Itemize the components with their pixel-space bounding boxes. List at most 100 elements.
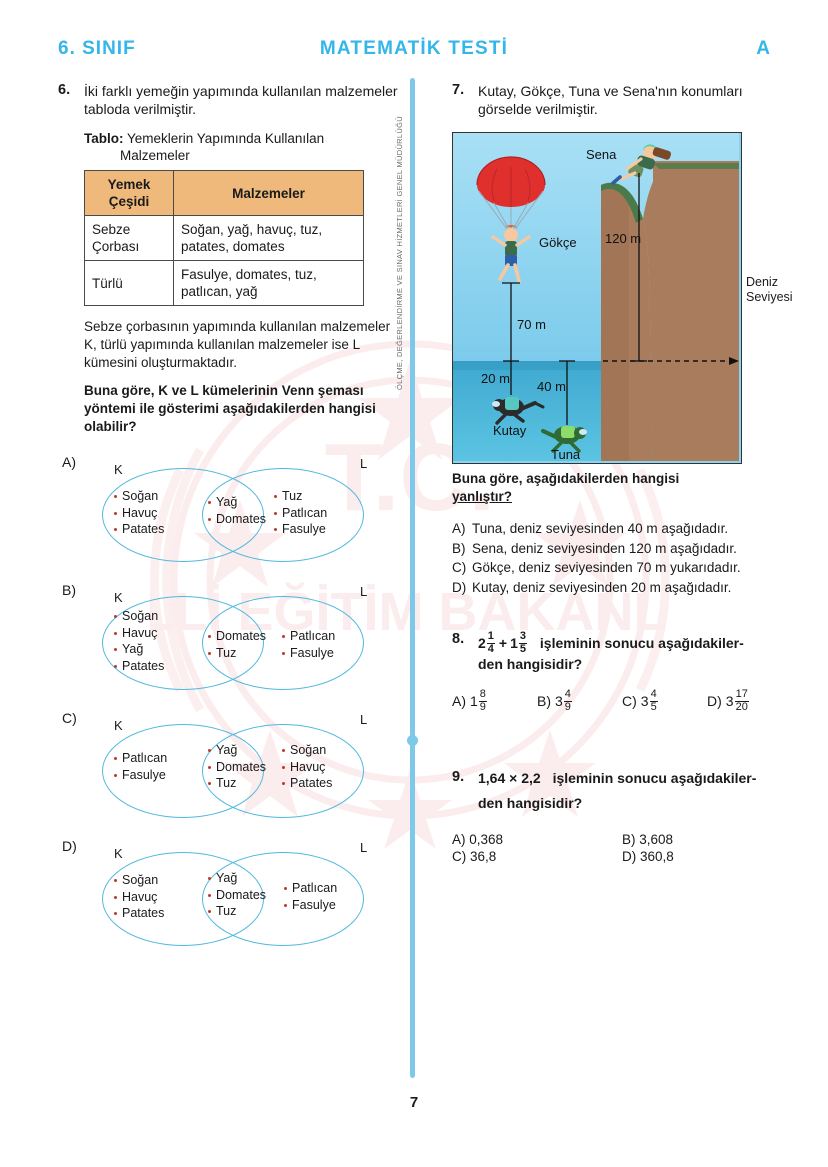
question-9-stem-tail2: den hangisidir? <box>478 795 583 811</box>
option-b-num: 4 <box>563 688 572 702</box>
diver-figure-tuna <box>541 426 587 453</box>
option-b-text: 3,608 <box>639 832 674 847</box>
venn-item: Domates <box>208 511 266 528</box>
booklet-label: A <box>756 38 770 59</box>
option-b[interactable]: B) Sena, deniz seviyesinden 120 m aşağıd… <box>452 540 792 559</box>
venn-c-right-items: Soğan Havuç Patates <box>282 742 332 792</box>
option-a-letter: A) <box>452 521 466 536</box>
venn-b-circle-l <box>202 596 364 690</box>
svg-text:20 m: 20 m <box>481 371 510 386</box>
option-b-text: Sena, deniz seviyesinden 120 m aşağıdadı… <box>472 540 737 556</box>
option-c[interactable]: C) Gökçe, deniz seviyesinden 70 m yukarı… <box>452 559 792 578</box>
option-a[interactable]: A) 1 8 9 <box>452 688 537 713</box>
option-a-text: Tuna, deniz seviyesinden 40 m aşağıdadır… <box>472 521 729 536</box>
option-b[interactable]: B) 3,608 <box>622 832 792 847</box>
q8-a-whole: 2 <box>478 635 486 651</box>
option-c[interactable]: C) 36,8 <box>452 849 622 864</box>
venn-option-b-letter: B) <box>62 582 76 598</box>
venn-d-set-k-label: K <box>114 846 123 861</box>
q8-b-den: 5 <box>519 642 527 655</box>
venn-b-set-l-label: L <box>360 584 368 599</box>
table-caption-label: Tablo: <box>84 131 124 146</box>
venn-option-c-letter: C) <box>62 710 77 726</box>
grade-label: 6. SINIF <box>58 38 136 59</box>
option-d-whole: 3 <box>725 693 734 709</box>
venn-a-circle-l <box>202 468 364 562</box>
venn-c-left-items: Patlıcan Fasulye <box>114 750 167 783</box>
option-c-text: 36,8 <box>470 849 497 864</box>
venn-item: Havuç <box>114 505 164 522</box>
option-c-letter: C) <box>452 560 467 575</box>
question-9-number: 9. <box>452 769 465 785</box>
option-a-whole: 1 <box>470 693 478 709</box>
option-d-text: 360,8 <box>640 849 674 864</box>
venn-item: Havuç <box>114 889 164 906</box>
question-8-stem-tail: işleminin sonucu aşağıdakiler- <box>539 635 744 651</box>
venn-item: Patlıcan <box>114 750 167 767</box>
option-a-text: 0,368 <box>469 832 504 847</box>
venn-b-right-items: Patlıcan Fasulye <box>282 628 335 661</box>
venn-option-b[interactable]: B) K L Soğan Havuç Yağ Patates Domates T… <box>62 578 403 696</box>
venn-option-a[interactable]: A) K L Soğan Havuç Patates Yağ Domates T… <box>62 450 403 568</box>
venn-d-circle-l <box>202 852 364 946</box>
option-a-num: 8 <box>478 688 487 702</box>
question-8-expression: 2 1 4 + 1 3 5 <box>478 630 528 655</box>
option-c-num: 4 <box>649 688 658 702</box>
venn-item: Soğan <box>114 872 164 889</box>
option-a-den: 9 <box>479 700 486 713</box>
question-7-illustration-wrap: Gökçe 70 m <box>452 132 793 464</box>
parachute-figure <box>476 156 546 283</box>
venn-item: Yağ <box>114 641 164 658</box>
question-7-prompt: Buna göre, aşağıdakilerden hangisi yanlı… <box>452 470 792 506</box>
diver-figure-kutay <box>492 397 545 425</box>
table-cell-dish: Türlü <box>84 260 174 306</box>
question-6-stem: İki farklı yemeğin yapımında kullanılan … <box>84 83 398 117</box>
venn-item: Yağ <box>208 494 266 511</box>
option-d[interactable]: D) Kutay, deniz seviyesinden 20 m aşağıd… <box>452 579 792 598</box>
column-divider <box>410 78 415 1078</box>
venn-item: Domates <box>208 628 266 645</box>
venn-item: Yağ <box>208 870 266 887</box>
option-b-letter: B) <box>537 693 551 709</box>
option-a[interactable]: A) 0,368 <box>452 832 622 847</box>
q8-operator: + <box>498 635 508 651</box>
option-a[interactable]: A) Tuna, deniz seviyesinden 40 m aşağıda… <box>452 520 792 539</box>
question-8-stem-tail2: den hangisidir? <box>478 656 583 672</box>
venn-c-circle-l <box>202 724 364 818</box>
option-b-den: 9 <box>564 700 571 713</box>
venn-b-intersection-items: Domates Tuz <box>208 628 266 661</box>
page-header: 6. SINIF MATEMATİK TESTİ A <box>0 38 828 68</box>
q8-b-whole: 1 <box>510 635 518 651</box>
question-9-option-row-2: C) 36,8 D) 360,8 <box>452 849 792 864</box>
option-a-letter: A) <box>452 832 466 847</box>
venn-c-intersection-items: Yağ Domates Tuz <box>208 742 266 792</box>
option-c-letter: C) <box>452 849 467 864</box>
column-divider-dot <box>407 735 418 746</box>
option-b[interactable]: B) 3 4 9 <box>537 688 622 713</box>
venn-item: Patlıcan <box>274 505 327 522</box>
option-d-letter: D) <box>452 579 467 595</box>
venn-item: Fasulye <box>282 645 335 662</box>
option-c-den: 5 <box>650 700 657 713</box>
venn-option-d-letter: D) <box>62 838 77 854</box>
question-7-prompt-line1: Buna göre, aşağıdakilerden hangisi <box>452 471 680 486</box>
option-d-letter: D) <box>707 693 722 709</box>
option-d[interactable]: D) 3 17 20 <box>707 688 792 713</box>
question-8-number: 8. <box>452 631 465 647</box>
svg-text:120 m: 120 m <box>605 231 641 246</box>
venn-option-d[interactable]: D) K L Soğan Havuç Patates Yağ Domates T… <box>62 834 403 952</box>
question-6: 6. İki farklı yemeğin yapımında kullanıl… <box>58 82 403 118</box>
table-caption: Tablo: Yemeklerin Yapımında Kullanılan M… <box>84 130 403 164</box>
option-d-letter: D) <box>622 849 637 864</box>
option-b-whole: 3 <box>555 693 563 709</box>
venn-d-intersection-items: Yağ Domates Tuz <box>208 870 266 920</box>
venn-item: Soğan <box>114 488 164 505</box>
option-c[interactable]: C) 3 4 5 <box>622 688 707 713</box>
venn-option-c[interactable]: C) K L Patlıcan Fasulye Yağ Domates Tuz … <box>62 706 403 824</box>
venn-a-set-k-label: K <box>114 462 123 477</box>
question-7-stem: Kutay, Gökçe, Tuna ve Sena'nın konumları… <box>478 83 743 117</box>
option-c-letter: C) <box>622 693 637 709</box>
option-d[interactable]: D) 360,8 <box>622 849 792 864</box>
positions-illustration: Gökçe 70 m <box>452 132 742 464</box>
